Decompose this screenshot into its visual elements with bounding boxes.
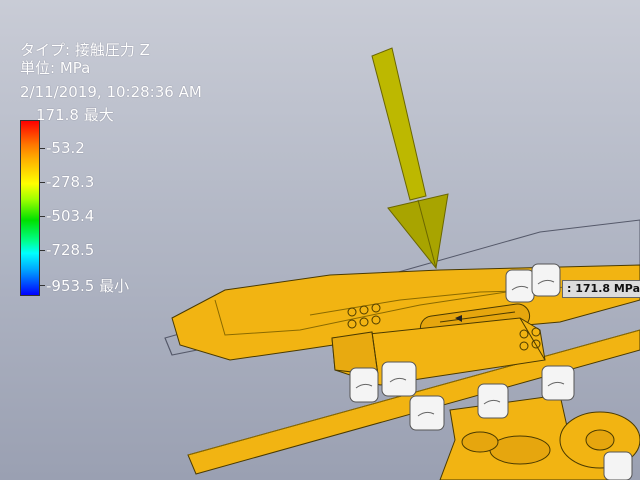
- load-arrow[interactable]: [371, 47, 449, 270]
- legend-min-label: -953.5 最小: [46, 277, 130, 295]
- max-value-probe-label[interactable]: : 171.8 MPa: [562, 280, 640, 298]
- result-type-label: タイプ: 接触圧力 Z: [20, 41, 150, 59]
- legend-max-label: 171.8 最大: [36, 106, 114, 124]
- clamp-pad-details: [355, 279, 565, 417]
- legend-tick: [39, 148, 45, 149]
- legend-tick-label: -728.5: [46, 241, 95, 259]
- legend-tick-label: -53.2: [46, 139, 85, 157]
- bolt-holes: [347, 303, 541, 351]
- legend-tick-label: -278.3: [46, 173, 95, 191]
- legend-tick: [39, 285, 45, 286]
- legend-tick: [39, 216, 45, 217]
- unit-label: 単位: MPa: [20, 59, 91, 77]
- legend-tick: [39, 250, 45, 251]
- legend-tick-label: -503.4: [46, 207, 95, 225]
- legend-tick: [39, 182, 45, 183]
- color-legend-bar: [20, 120, 40, 296]
- contact-plane-wireframe: [164, 219, 640, 356]
- timestamp-label: 2/11/2019, 10:28:36 AM: [20, 83, 202, 101]
